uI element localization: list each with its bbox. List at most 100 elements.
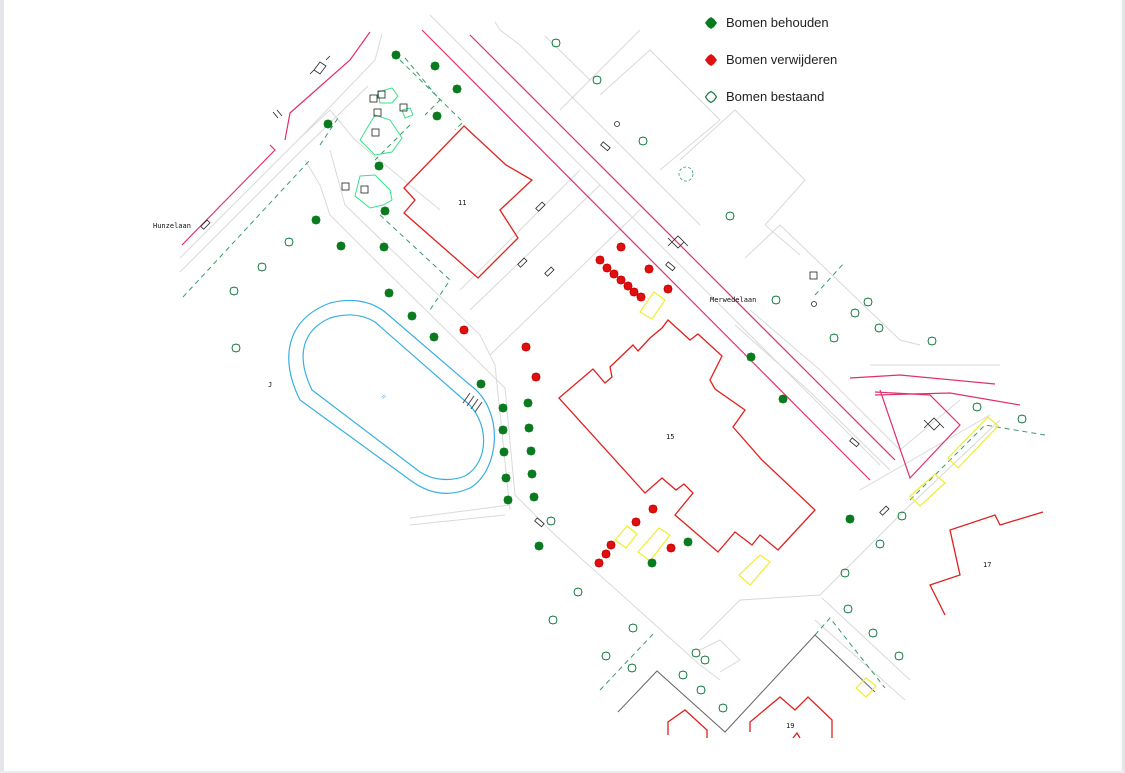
tree-existing-marker: [874, 323, 884, 333]
legend-item-existing: Bomen bestaand: [704, 78, 837, 115]
tree-remove-marker: [648, 504, 658, 514]
tree-keep-marker: [374, 161, 384, 171]
building-label-11: 11: [458, 199, 466, 207]
building-label-17: 17: [983, 561, 991, 569]
dashed-boundary: [399, 59, 464, 131]
road-edge: [749, 309, 961, 451]
lamp-icon: [517, 257, 528, 268]
road-edge: [819, 419, 1001, 596]
property-line: [849, 374, 996, 385]
tree-existing-marker: [972, 402, 982, 412]
tree-remove-marker: [595, 255, 605, 265]
dashed-boundary: [379, 214, 451, 311]
tree-keep-marker: [323, 119, 333, 129]
pond-outer: [288, 299, 495, 494]
map-label-j: J: [268, 381, 272, 389]
tree-existing-marker: [627, 663, 637, 673]
tree-remove-marker: [459, 325, 469, 335]
utility-box: [371, 128, 380, 137]
tree-keep-marker: [534, 541, 544, 551]
tree-existing-marker: [718, 703, 728, 713]
tree-remove-marker: [663, 284, 673, 294]
road-edge: [179, 33, 383, 259]
road-edge: [734, 324, 891, 471]
road-edge: [559, 29, 641, 111]
building-19a: [667, 709, 708, 738]
tree-existing-marker: [628, 623, 638, 633]
building-19b: [749, 696, 833, 738]
tree-existing-marker: [592, 75, 602, 85]
lamp-icon: [544, 266, 555, 277]
tree-keep-marker: [746, 352, 756, 362]
parking-bay: [639, 291, 666, 320]
tree-existing-icon: [704, 90, 718, 103]
tree-keep-marker: [380, 206, 390, 216]
shrub: [354, 174, 393, 209]
tree-existing-marker: [868, 628, 878, 638]
property-line: [469, 34, 896, 461]
gate-icon: [272, 109, 283, 119]
tree-existing-marker: [638, 136, 648, 146]
tree-keep-marker: [379, 242, 389, 252]
dashed-boundaries: [182, 57, 1046, 691]
utility-symbols: [200, 55, 945, 528]
lamp-icon: [534, 517, 545, 528]
trees-remove: [459, 242, 676, 568]
tree-remove-marker: [616, 275, 626, 285]
tree-existing-marker: [548, 615, 558, 625]
tree-keep-marker: [503, 495, 513, 505]
road-edge: [821, 597, 911, 681]
road-edge: [699, 594, 821, 641]
tree-remove-marker: [609, 269, 619, 279]
tree-keep-marker: [499, 447, 509, 457]
tree-keep-marker: [384, 288, 394, 298]
parking-bay: [614, 525, 638, 549]
lamp-icon: [535, 201, 546, 212]
tree-existing-marker: [771, 295, 781, 305]
utility-box: [369, 94, 378, 103]
tree-remove-marker: [644, 264, 654, 274]
utility-box: [360, 185, 369, 194]
tree-existing-marker: [546, 516, 556, 526]
tree-keep-marker: [683, 537, 693, 547]
tree-existing-marker: [850, 308, 860, 318]
parking-bays: [614, 291, 999, 698]
tree-remove-marker: [631, 517, 641, 527]
utility-box: [341, 182, 350, 191]
legend-label: Bomen behouden: [726, 15, 829, 30]
tree-remove-marker: [601, 549, 611, 559]
tree-remove-marker: [531, 372, 541, 382]
tree-keep-marker: [845, 514, 855, 524]
road-edges: [179, 14, 1001, 701]
road-edge: [409, 504, 511, 519]
tree-existing-marker: [601, 651, 611, 661]
trees-keep: [311, 50, 855, 568]
page-edge-bottom: [0, 771, 1125, 773]
shrubs: [354, 87, 414, 209]
parking-bay: [855, 677, 877, 698]
road-edge: [304, 159, 721, 681]
bridge-icon: [667, 235, 689, 249]
street-label-hunzelaan: Hunzelaan: [153, 222, 191, 230]
manhole-icon: [614, 121, 620, 127]
tree-existing-marker: [678, 670, 688, 680]
tree-existing-marker: [1017, 414, 1027, 424]
tree-existing-marker: [229, 286, 239, 296]
tree-existing-marker: [840, 568, 850, 578]
tree-existing-marker: [231, 343, 241, 353]
tree-existing-marker: [897, 511, 907, 521]
tree-existing-marker: [875, 539, 885, 549]
map-labels: Hunzelaan Merwedelaan 11 15 17 19 J: [153, 199, 991, 730]
shrub: [359, 114, 403, 156]
property-line: [181, 144, 276, 246]
utility-box: [399, 103, 408, 112]
legend-item-remove: Bomen verwijderen: [704, 41, 837, 78]
bridge-icon: [309, 55, 331, 75]
road-edge: [459, 169, 581, 291]
tree-remove-marker: [616, 242, 626, 252]
tree-keep-marker: [523, 398, 533, 408]
lamp-icon: [665, 261, 676, 272]
tree-keep-marker: [529, 492, 539, 502]
water-symbol: ≈: [379, 392, 389, 402]
